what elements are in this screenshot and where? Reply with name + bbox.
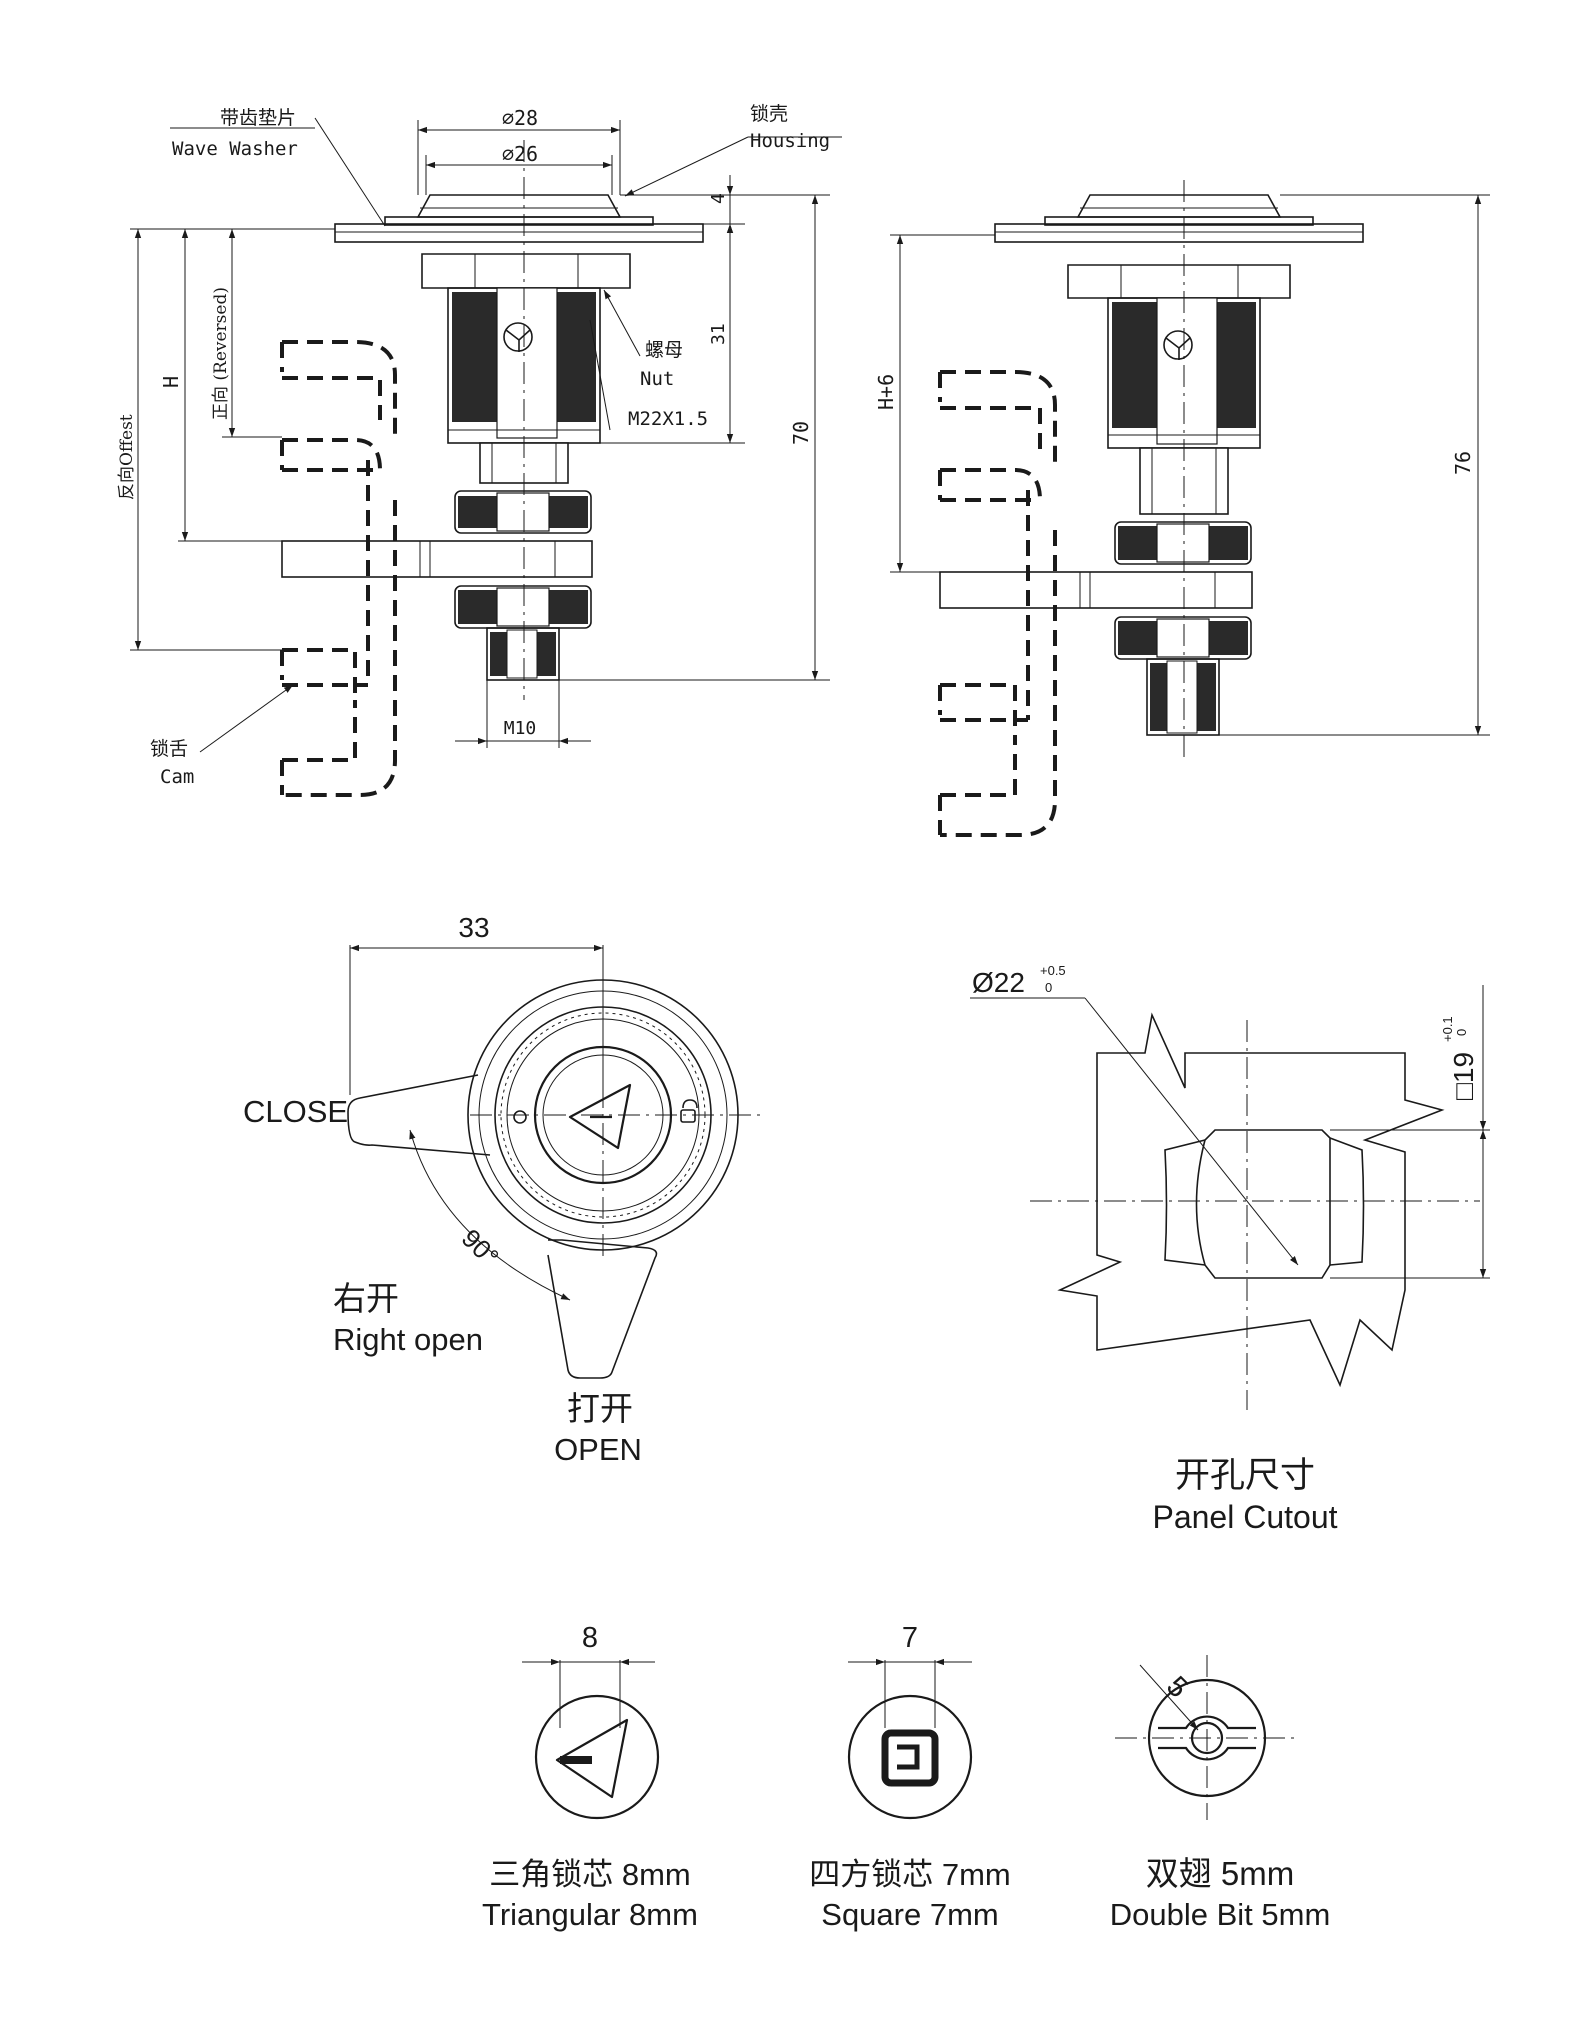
- open-cn: 打开: [567, 1390, 633, 1427]
- offset-label: 反向Offest: [117, 414, 137, 500]
- locked-icon: [513, 1110, 527, 1124]
- dim-4: 4: [708, 193, 729, 204]
- cam-en: Cam: [160, 766, 194, 788]
- cutout-shape: [1195, 1129, 1331, 1279]
- right-open-en: Right open: [333, 1322, 483, 1357]
- core-square-en: Square 7mm: [821, 1897, 998, 1932]
- core-square: 7 四方锁芯 7mm Square 7mm: [809, 1622, 1011, 1932]
- cutout-title-en: Panel Cutout: [1152, 1499, 1337, 1535]
- cutout-dia-tol-upper: +0.5: [1040, 963, 1066, 978]
- housing-cap: [416, 194, 622, 218]
- open-en: OPEN: [554, 1432, 642, 1467]
- cutout-square: □19: [1448, 1052, 1479, 1100]
- wave-washer-en: Wave Washer: [172, 138, 298, 160]
- core-square-dim: 7: [902, 1622, 918, 1654]
- wave-washer-cn: 带齿垫片: [220, 107, 296, 129]
- right-open-cn: 右开: [333, 1280, 399, 1317]
- cutout-square-tol-upper: +0.1: [1440, 1016, 1455, 1042]
- close-label: CLOSE: [243, 1094, 348, 1129]
- handle-view: 33 90° CLOSE 右开 Right open 打开 OPEN: [243, 912, 760, 1467]
- cutout-title-cn: 开孔尺寸: [1175, 1456, 1315, 1495]
- side-view-right: H+6 76: [874, 180, 1490, 837]
- cam-plate: [281, 540, 593, 578]
- cutout-dia-tol-lower: 0: [1045, 980, 1052, 995]
- nut-en: Nut: [640, 368, 674, 390]
- core-double-bit: 5 双翅 5mm Double Bit 5mm: [1110, 1655, 1331, 1932]
- panel-outline: [1057, 1012, 1445, 1388]
- dim-h6: H+6: [874, 374, 898, 410]
- core-square-cn: 四方锁芯 7mm: [809, 1857, 1011, 1892]
- bolt-label: M10: [504, 718, 537, 739]
- core-triangular-cn: 三角锁芯 8mm: [489, 1857, 691, 1892]
- dia-26-label: ∅26: [502, 142, 538, 166]
- dia-28-label: ∅28: [502, 106, 538, 130]
- housing-en: Housing: [750, 130, 830, 152]
- cutout-square-tol-lower: 0: [1454, 1029, 1469, 1036]
- dim-31: 31: [708, 323, 729, 345]
- reversed-label: 正向 (Reversed): [211, 287, 231, 420]
- dim-h: H: [159, 376, 183, 388]
- core-triangular: 8 三角锁芯 8mm Triangular 8mm: [482, 1622, 698, 1932]
- panel-cutout: Ø22 +0.5 0 □19 +0.1 0 开孔尺寸 Panel Cutout: [970, 963, 1490, 1535]
- core-double-bit-en: Double Bit 5mm: [1110, 1897, 1331, 1932]
- nut: [421, 253, 631, 289]
- flange: [334, 223, 704, 243]
- core-triangular-en: Triangular 8mm: [482, 1897, 698, 1932]
- angle-label: 90°: [456, 1223, 505, 1272]
- core-triangular-dim: 8: [582, 1622, 598, 1654]
- unlocked-icon: [682, 1099, 698, 1109]
- dim-70: 70: [789, 421, 813, 445]
- cam-cn: 锁舌: [150, 738, 188, 760]
- side-view-left: ∅28 ∅26 4 31 70 H 正向 (Reversed) 反向Offest…: [117, 103, 842, 797]
- dim-76: 76: [1451, 451, 1475, 475]
- nut-cn: 螺母: [645, 339, 683, 361]
- thread-label: M22X1.5: [628, 408, 708, 430]
- housing-cn: 锁壳: [750, 103, 788, 125]
- core-double-bit-cn: 双翅 5mm: [1146, 1855, 1295, 1892]
- cutout-dia: Ø22: [972, 967, 1025, 998]
- dim-33: 33: [458, 912, 489, 943]
